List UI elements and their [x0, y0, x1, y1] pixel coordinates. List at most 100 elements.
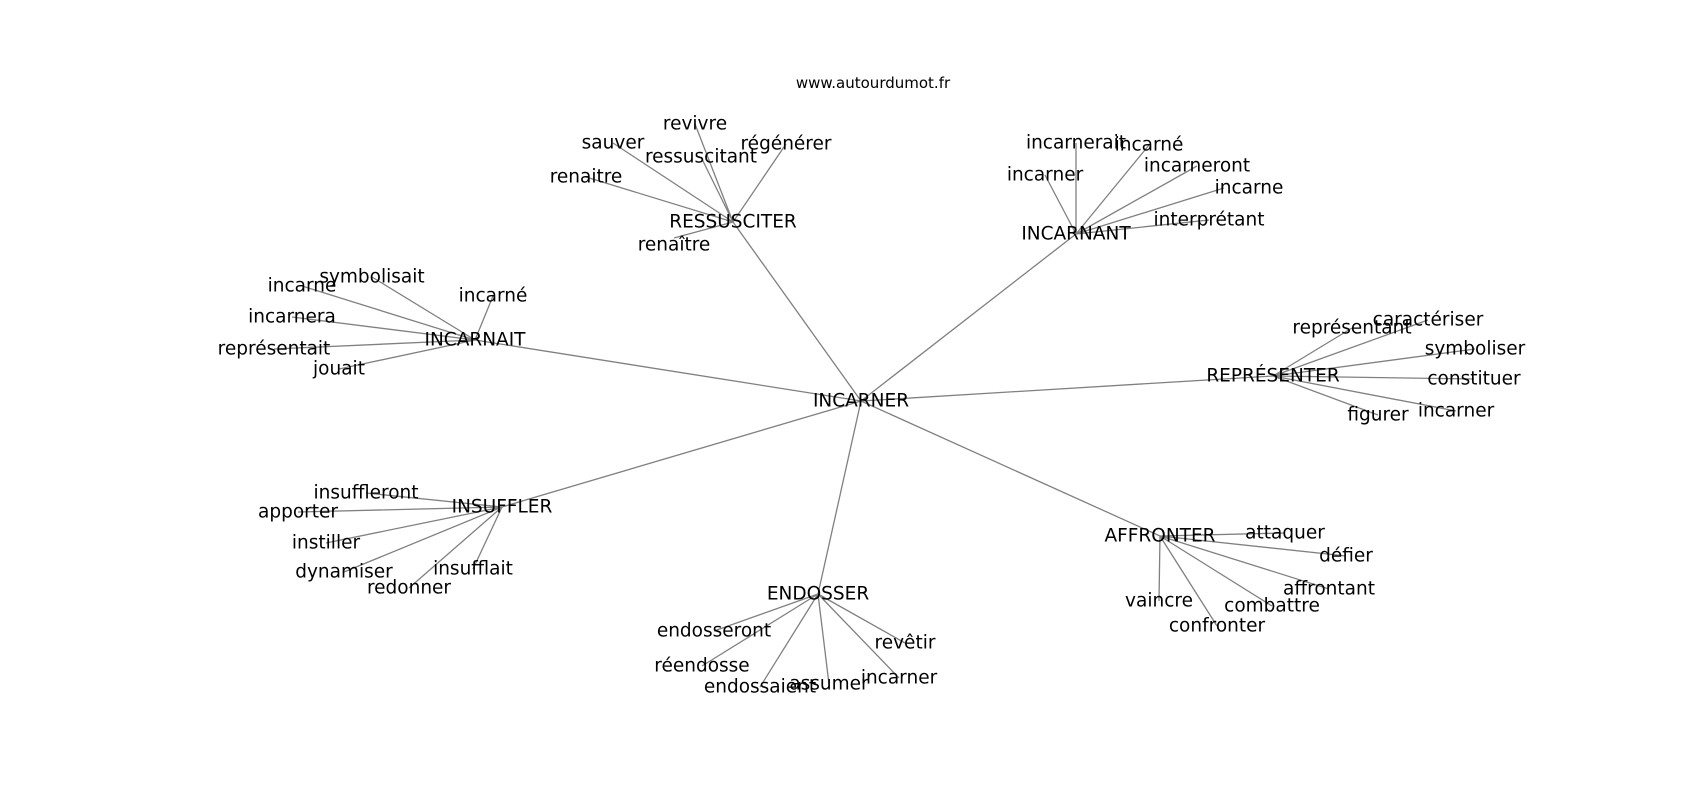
leaf-node-label: apporter — [258, 502, 338, 523]
leaf-node-label: incarne — [1215, 178, 1284, 199]
edge-endosser-4 — [817, 593, 830, 685]
edge-ressusciter-0 — [694, 123, 734, 223]
edge-affronter-4 — [1159, 535, 1273, 607]
leaf-node-label: confronter — [1169, 616, 1266, 637]
edge-insuffler-5 — [408, 506, 503, 589]
leaf-node-label: incarnera — [248, 307, 336, 328]
leaf-node-label: constituer — [1427, 369, 1521, 390]
leaf-node-label: dynamiser — [295, 562, 393, 583]
leaf-node-label: ressuscitant — [645, 147, 757, 168]
leaf-node-label: revivre — [663, 114, 727, 135]
edge-affronter-1 — [1159, 535, 1347, 557]
leaf-node-label: symbolisait — [319, 267, 424, 288]
leaf-node-label: incarne — [268, 276, 337, 297]
edge-insuffler-1 — [297, 506, 503, 513]
edge-endosser-5 — [817, 593, 900, 679]
leaf-node-label: jouait — [312, 359, 365, 380]
center-node-label: INCARNER — [813, 391, 909, 412]
edge-center-insuffler — [501, 400, 862, 508]
edge-affronter-5 — [1159, 535, 1218, 627]
edge-affronter-2 — [1159, 535, 1330, 590]
leaf-node-label: défier — [1319, 546, 1373, 567]
edge-center-ressusciter — [732, 221, 862, 402]
hub-node-label: ENDOSSER — [767, 584, 870, 605]
edge-endosser-2 — [701, 593, 819, 667]
leaf-node-label: régénérer — [740, 134, 831, 155]
leaf-node-label: incarné — [1115, 135, 1184, 156]
leaf-node-label: incarné — [459, 286, 528, 307]
edge-incarnait-4 — [273, 339, 476, 350]
edge-center-affronter — [860, 400, 1161, 537]
leaf-node-label: renaître — [638, 235, 711, 256]
leaf-node-label: insuffleront — [314, 483, 419, 504]
edge-représenter-4 — [1272, 375, 1379, 416]
leaf-node-label: incarner — [1007, 165, 1084, 186]
edge-insuffler-4 — [472, 506, 503, 570]
edge-incarnait-5 — [338, 339, 476, 370]
site-url: www.autourdumot.fr — [796, 74, 951, 92]
edge-ressusciter-4 — [585, 176, 734, 223]
leaf-node-label: figurer — [1347, 405, 1409, 426]
edge-insuffler-3 — [343, 506, 503, 573]
graph-edges — [273, 123, 1476, 688]
hub-node-label: REPRÉSENTER — [1206, 365, 1340, 387]
leaf-node-label: attaquer — [1245, 523, 1325, 544]
hub-node-label: INCARNAIT — [425, 330, 527, 351]
edge-incarnant-4 — [1075, 187, 1225, 235]
leaf-node-label: sauver — [582, 133, 645, 154]
leaf-node-label: revêtir — [875, 633, 936, 654]
edge-incarnait-1 — [301, 285, 476, 341]
leaf-node-label: réendosse — [654, 656, 749, 677]
leaf-node-label: interprétant — [1154, 210, 1265, 231]
leaf-node-label: caractériser — [1373, 310, 1484, 331]
leaf-node-label: redonner — [367, 578, 451, 599]
edge-endosser-3 — [759, 593, 819, 688]
leaf-node-label: incarneront — [1144, 156, 1250, 177]
edge-incarnait-2 — [474, 295, 494, 341]
leaf-node-label: représentait — [218, 339, 331, 360]
leaf-node-label: représentant — [1292, 318, 1411, 339]
edge-représenter-0 — [1272, 327, 1353, 377]
leaf-node-label: symboliser — [1425, 339, 1526, 360]
leaf-node-label: renaitre — [550, 167, 623, 188]
leaf-node-label: endosseront — [657, 621, 771, 642]
edge-center-incarnant — [860, 233, 1077, 402]
edge-incarnait-3 — [291, 316, 476, 341]
leaf-node-label: insufflait — [433, 559, 513, 580]
edge-représenter-5 — [1272, 375, 1457, 412]
leaf-node-label: incarnerait — [1026, 133, 1126, 154]
edge-insuffler-0 — [365, 492, 503, 508]
hub-node-label: RESSUSCITER — [669, 212, 797, 233]
edge-ressusciter-1 — [612, 142, 734, 223]
hub-node-label: AFFRONTER — [1104, 526, 1215, 547]
edge-insuffler-2 — [325, 506, 503, 544]
edge-représenter-2 — [1272, 348, 1476, 377]
hub-node-label: INCARNANT — [1021, 224, 1131, 245]
edge-ressusciter-2 — [700, 156, 734, 223]
edge-center-endosser — [817, 400, 862, 595]
edge-endosser-1 — [817, 593, 906, 644]
edge-endosser-0 — [713, 593, 819, 632]
leaf-node-label: vaincre — [1125, 591, 1193, 612]
edge-incarnant-3 — [1075, 165, 1198, 235]
leaf-node-label: incarner — [1418, 401, 1495, 422]
edge-représenter-1 — [1272, 319, 1429, 377]
edge-incarnait-0 — [371, 276, 476, 341]
edge-incarnant-1 — [1075, 144, 1150, 235]
graph-labels: INCARNER RESSUSCITER revivre sauverressusci… — [218, 114, 1526, 698]
edge-affronter-0 — [1159, 532, 1286, 537]
leaf-node-label: combattre — [1224, 596, 1320, 617]
leaf-node-label: endossaient — [704, 677, 816, 698]
edge-ressusciter-3 — [732, 143, 787, 223]
edge-représenter-3 — [1272, 375, 1475, 380]
edge-center-représenter — [860, 375, 1274, 402]
leaf-node-label: incarner — [861, 668, 938, 689]
edge-incarnant-5 — [1075, 219, 1210, 235]
leaf-node-label: instiller — [292, 533, 361, 554]
hub-node-label: INSUFFLER — [452, 497, 553, 518]
leaf-node-label: assumer — [789, 674, 869, 695]
edge-incarnant-2 — [1044, 174, 1077, 235]
leaf-node-label: affrontant — [1283, 579, 1375, 600]
edge-center-incarnait — [474, 339, 862, 402]
